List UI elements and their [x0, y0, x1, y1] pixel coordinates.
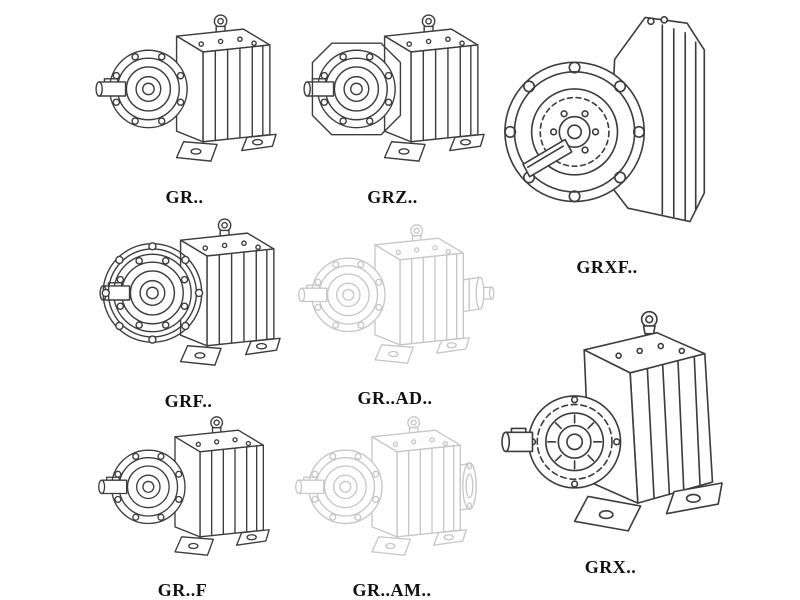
gr-am-gearbox-drawing-icon	[292, 410, 492, 577]
model-label-grx: GRX..	[584, 557, 637, 577]
gr-f-gearbox-drawing-icon	[98, 416, 270, 556]
model-label-grz: GRZ..	[367, 187, 418, 207]
model-label-gr-am: GR..AM..	[352, 580, 432, 600]
model-label-grxf: GRXF..	[576, 257, 638, 277]
model-figure-gr-ad: GR..AD..	[295, 218, 495, 409]
model-label-grf: GRF..	[164, 391, 213, 411]
gr-gearbox-drawing-icon	[95, 14, 277, 162]
model-label-gr-ad: GR..AD..	[357, 388, 433, 408]
model-figure-grx: GRX..	[498, 300, 723, 578]
grx-gearbox-drawing-icon	[501, 310, 723, 532]
model-label-gr: GR..	[165, 187, 204, 207]
model-figure-grxf: GRXF..	[502, 6, 712, 278]
grxf-gearbox-drawing-icon	[504, 15, 706, 223]
grf-gearbox-drawing-icon	[96, 212, 281, 388]
model-figure-grz: GRZ..	[300, 8, 485, 208]
model-figure-grf: GRF..	[96, 212, 281, 412]
grz-gearbox-drawing-icon	[300, 8, 485, 184]
model-figure-gr-am: GR..AM..	[292, 410, 492, 600]
model-label-gr-f: GR..F	[157, 580, 208, 600]
model-figure-gr-f: GR..F	[95, 410, 270, 600]
gr-ad-gearbox-drawing-icon	[295, 218, 495, 385]
model-figure-gr: GR..	[92, 8, 277, 208]
